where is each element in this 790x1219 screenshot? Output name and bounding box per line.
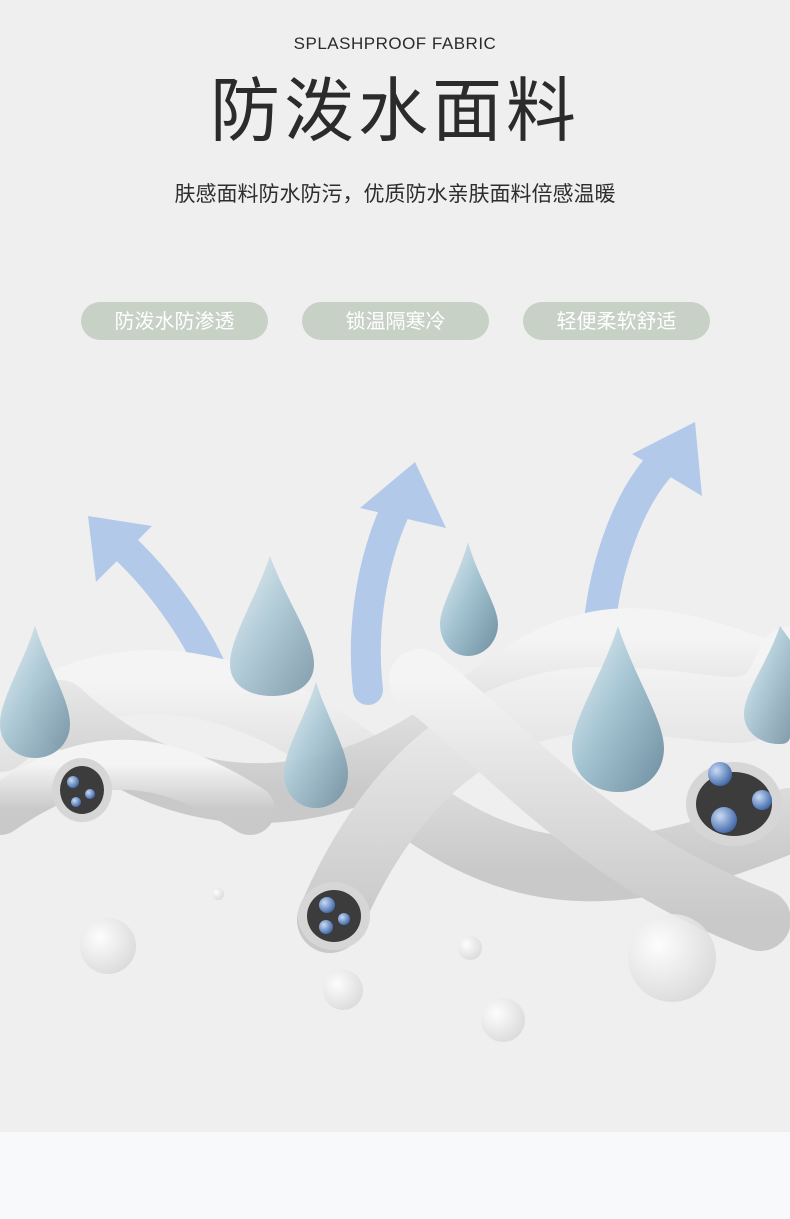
water-droplet-icon-2	[230, 556, 314, 696]
fiber-cross-section-center	[298, 882, 370, 950]
arrow-icon-center	[350, 462, 446, 705]
tag-lightweight: 轻便柔软舒适	[523, 302, 710, 340]
english-subtitle: SPLASHPROOF FABRIC	[293, 34, 497, 53]
page-title: 防泼水面料	[210, 70, 580, 152]
floating-spheres	[80, 888, 716, 1042]
water-droplet-icon-1	[0, 626, 70, 758]
water-droplet-icon-6	[744, 626, 790, 744]
fiber-cross-section-right	[686, 762, 782, 846]
tag-warmth: 锁温隔寒冷	[302, 302, 489, 340]
water-droplet-icon-4	[284, 682, 348, 808]
arrow-icon-left	[88, 516, 227, 685]
fiber-strands	[0, 608, 790, 953]
water-droplet-icon-5	[572, 626, 664, 792]
tag-splashproof: 防泼水防渗透	[81, 302, 268, 340]
feature-description: 肤感面料防水防污，优质防水亲肤面料倍感温暖	[174, 182, 616, 206]
fabric-feature-panel: SPLASHPROOF FABRIC 防泼水面料 肤感面料防水防污，优质防水亲肤…	[0, 0, 790, 1132]
fabric-fiber-illustration	[0, 422, 790, 1042]
water-droplet-icon-3	[440, 542, 498, 656]
fiber-cross-section-left	[52, 758, 112, 822]
